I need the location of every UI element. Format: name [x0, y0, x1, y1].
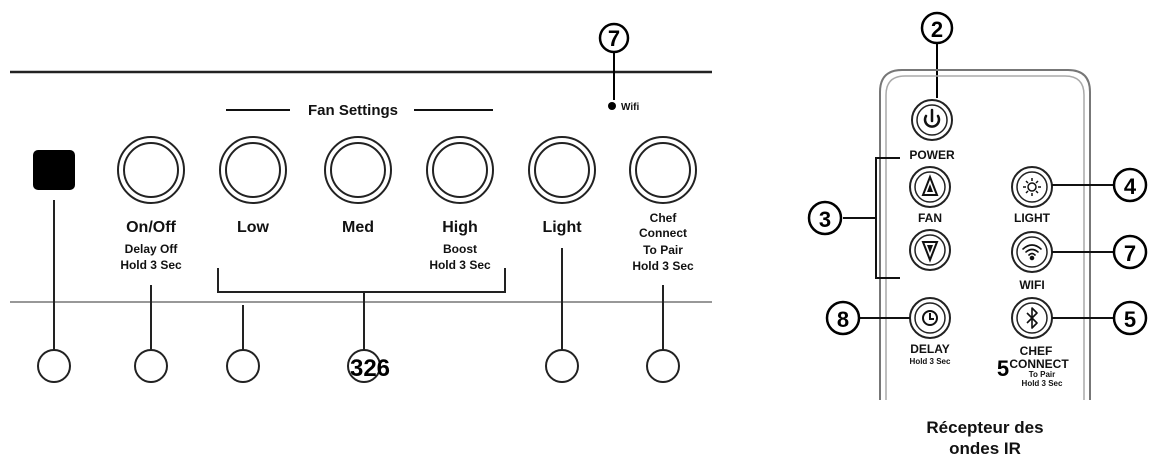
delay-callout-circle	[825, 300, 861, 336]
wifi-remote-callout-number: 7	[1124, 241, 1136, 266]
light-callout-circle	[1112, 167, 1148, 203]
remote-inner-edge	[885, 75, 1085, 400]
triangle-down-icon	[921, 241, 939, 263]
bluetooth-icon	[1026, 307, 1038, 329]
light-button[interactable]	[528, 136, 596, 204]
med-label: Med	[342, 219, 374, 236]
high-label: High	[442, 219, 478, 236]
remote-chef-label2: CONNECT	[1009, 357, 1069, 371]
leader-lines	[53, 200, 664, 350]
med-button[interactable]	[324, 136, 392, 204]
wifi-remote-callout-circle	[1112, 234, 1148, 270]
fan-callout-number: 3	[819, 207, 831, 232]
chef-label2: Connect	[639, 226, 687, 240]
remote-outer-edge	[879, 69, 1091, 400]
onoff-label: On/Off	[126, 219, 176, 236]
fan-settings-label: Fan Settings	[308, 102, 398, 119]
onoff-sub1: Delay Off	[125, 242, 179, 256]
low-button[interactable]	[219, 136, 287, 204]
delay-callout-number: 8	[837, 307, 849, 332]
callout-circle-2	[134, 349, 168, 383]
receiver-caption-line2: ondes IR	[949, 439, 1021, 458]
power-callout-number: 2	[931, 17, 943, 42]
triangle-up-icon	[921, 174, 939, 196]
overlap-number: 5	[997, 356, 1009, 381]
remote-chef-sub2: Hold 3 Sec	[1022, 379, 1063, 388]
light-icon	[1023, 178, 1041, 196]
chef-callout-circle	[1112, 300, 1148, 336]
remote-wifi-button[interactable]	[1011, 231, 1053, 273]
remote-light-button[interactable]	[1011, 166, 1053, 208]
high-sub2: Hold 3 Sec	[429, 258, 491, 272]
status-display	[33, 150, 75, 190]
remote-chef-sub1: To Pair	[1029, 370, 1056, 379]
remote-delay-sub: Hold 3 Sec	[910, 357, 951, 366]
wifi-icon	[1022, 244, 1042, 261]
high-button[interactable]	[426, 136, 494, 204]
remote-power-label: POWER	[909, 148, 955, 162]
onoff-button[interactable]	[117, 136, 185, 204]
callout-circle-1	[37, 349, 71, 383]
callout-number-326: 326	[350, 355, 390, 382]
clock-icon	[922, 310, 938, 326]
light-callout-number: 4	[1124, 174, 1137, 199]
fan-callout-circle	[807, 200, 843, 236]
high-sub1: Boost	[443, 242, 477, 256]
onoff-sub2: Hold 3 Sec	[120, 258, 182, 272]
remote-chef-label1: CHEF	[1020, 344, 1053, 358]
chef-sub1: To Pair	[643, 243, 683, 257]
chef-label1: Chef	[650, 211, 678, 225]
receiver-caption-line1: Récepteur des	[926, 418, 1043, 437]
callout-circle-4	[347, 349, 381, 383]
wifi-indicator-dot	[608, 102, 616, 110]
chef-connect-button[interactable]	[629, 136, 697, 204]
callout-circle-5	[545, 349, 579, 383]
remote-fan-label: FAN	[918, 211, 942, 225]
power-icon	[923, 108, 941, 128]
remote-light-label: LIGHT	[1014, 211, 1051, 225]
low-label: Low	[237, 219, 270, 236]
remote-wifi-label: WIFI	[1019, 278, 1044, 292]
light-label: Light	[542, 219, 582, 236]
chef-sub2: Hold 3 Sec	[632, 259, 694, 273]
remote-delay-label: DELAY	[910, 342, 950, 356]
callout-circle-6	[646, 349, 680, 383]
wifi-indicator-label: Wifi	[621, 102, 639, 113]
chef-callout-number: 5	[1124, 307, 1136, 332]
callout-circle-3	[226, 349, 260, 383]
wifi-callout-number: 7	[608, 26, 620, 51]
